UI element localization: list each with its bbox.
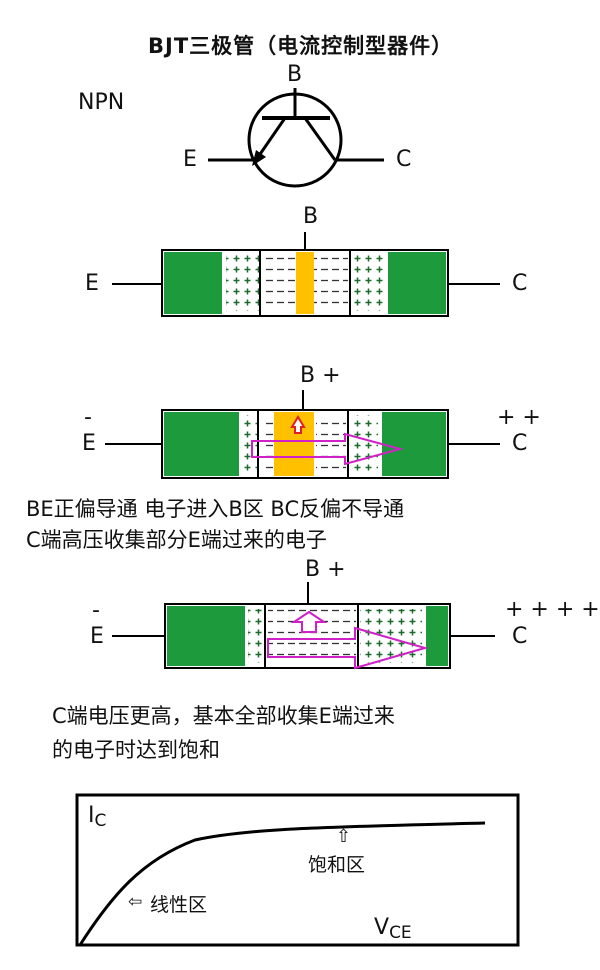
symbol-base-label: B: [287, 62, 303, 87]
caption2-line2: 的电子时达到饱和: [52, 738, 220, 762]
transistor-structure-2: [105, 390, 500, 479]
caption1-line2: C端高压收集部分E端过来的电子: [26, 528, 327, 552]
structure2-collector-sign: + +: [497, 405, 541, 430]
structure3-collector-label: C: [512, 624, 528, 649]
structure1-base-label: B: [303, 204, 319, 229]
saturation-region-label: 饱和区: [308, 854, 366, 876]
structure2-emitter-label: E: [82, 431, 96, 456]
left-arrow-icon: ⇦: [128, 892, 143, 912]
caption1-line1: BE正偏导通 电子进入B区 BC反偏不导通: [26, 497, 405, 521]
up-arrow-icon: ⇧: [336, 826, 352, 847]
structure2-emitter-sign: -: [84, 405, 92, 430]
symbol-emitter-label: E: [183, 147, 197, 172]
caption2-line1: C端电压更高，基本全部收集E端过来: [52, 704, 395, 728]
transistor-structure-1: [112, 232, 500, 317]
structure3-emitter-label: E: [90, 624, 104, 649]
symbol-collector-label: C: [396, 147, 412, 172]
structure3-collector-sign: + + + +: [505, 597, 600, 622]
structure3-base-label: B +: [305, 557, 346, 582]
ic-axis-label: IC: [88, 803, 107, 831]
structure1-collector-label: C: [512, 271, 528, 296]
structure1-emitter-label: E: [85, 271, 99, 296]
npn-label: NPN: [78, 90, 125, 115]
structure2-base-label: B +: [300, 363, 341, 388]
ic-vce-graph: [75, 793, 520, 947]
npn-transistor-symbol: [208, 88, 384, 188]
page-title: BJT三极管（电流控制型器件）: [148, 34, 454, 58]
linear-region-label: 线性区: [150, 894, 208, 916]
structure2-collector-label: C: [512, 431, 528, 456]
structure3-emitter-sign: -: [92, 598, 100, 623]
vce-axis-label: VCE: [374, 915, 412, 943]
transistor-structure-3: [112, 582, 495, 670]
